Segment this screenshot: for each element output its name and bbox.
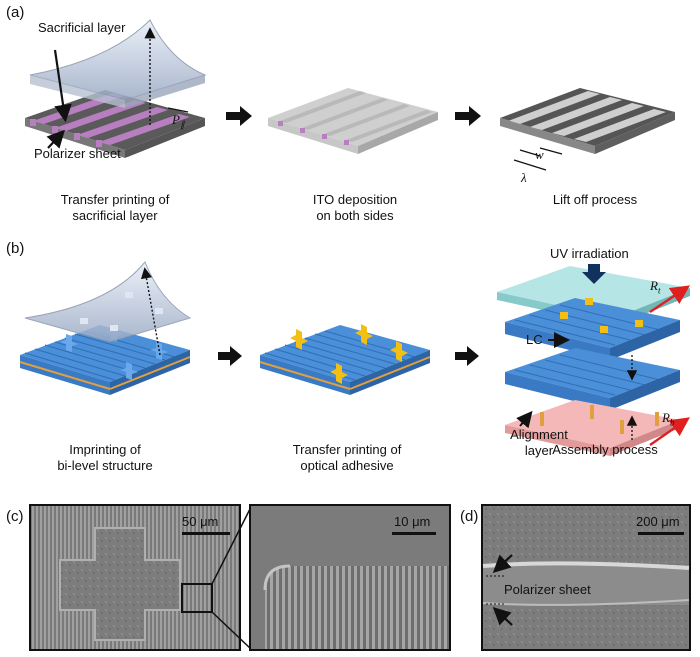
b-arrow-1 bbox=[218, 346, 242, 366]
b3-assembly bbox=[497, 264, 690, 456]
label-period: P∥ bbox=[172, 112, 184, 131]
label-polarizer-sheet-sem: Polarizer sheet bbox=[504, 582, 591, 597]
label-rb: Rb bbox=[662, 410, 674, 428]
sem-image-cross-section bbox=[481, 504, 691, 651]
zoom-line-bottom bbox=[211, 611, 253, 651]
caption-a3: Lift off process bbox=[552, 192, 638, 207]
a-arrow-1 bbox=[226, 106, 252, 126]
scale-bar-200um: 200 μm bbox=[636, 514, 680, 529]
rb-arrow bbox=[649, 417, 690, 446]
label-rb-main: R bbox=[662, 410, 670, 425]
rt-arrow bbox=[649, 285, 690, 313]
a1-sacrificial-layer bbox=[29, 19, 207, 108]
label-rb-sub: b bbox=[669, 417, 675, 428]
scale-bar-50um: 50 μm bbox=[182, 514, 219, 529]
label-rt-main: R bbox=[650, 278, 658, 293]
label-lambda: λ bbox=[521, 170, 527, 185]
b2-optical-adhesive bbox=[259, 324, 431, 395]
label-period-sub: ∥ bbox=[179, 119, 185, 130]
panel-label-b: (b) bbox=[6, 240, 25, 257]
label-uv-irradiation: UV irradiation bbox=[550, 246, 629, 261]
panel-label-d: (d) bbox=[460, 508, 479, 525]
label-polarizer-sheet: Polarizer sheet bbox=[34, 146, 121, 161]
sem-image-cross bbox=[29, 504, 241, 651]
a1-polarizer-pointer bbox=[46, 129, 66, 149]
sem-image-zoom bbox=[249, 504, 451, 651]
a-arrow-2 bbox=[455, 106, 481, 126]
label-sacrificial-layer: Sacrificial layer bbox=[38, 20, 126, 35]
label-period-main: P bbox=[172, 112, 180, 127]
zoom-line-top bbox=[211, 504, 253, 585]
panel-label-c: (c) bbox=[6, 508, 24, 525]
panel-label-a: (a) bbox=[6, 4, 25, 21]
a2-ito-deposition bbox=[268, 88, 438, 154]
b1-bilevel-structure bbox=[19, 261, 192, 395]
a1-period-marker bbox=[167, 107, 189, 113]
scale-bar-10um: 10 μm bbox=[394, 514, 431, 529]
caption-b1: Imprinting of bi-level structure bbox=[57, 442, 153, 473]
uv-arrow bbox=[582, 264, 606, 284]
label-rt: Rt bbox=[650, 278, 660, 296]
a1-sacrificial-pointer bbox=[53, 49, 72, 123]
b-arrow-2 bbox=[455, 346, 479, 366]
label-rt-sub: t bbox=[657, 285, 661, 296]
caption-a1: Transfer printing of sacrificial layer bbox=[60, 192, 170, 223]
label-w: w bbox=[535, 147, 544, 162]
caption-b3: Assembly process bbox=[552, 442, 658, 457]
caption-b2: Transfer printing of optical adhesive bbox=[292, 442, 402, 473]
caption-a2: ITO deposition on both sides bbox=[312, 192, 398, 223]
label-lc: LC bbox=[526, 332, 543, 347]
a3-lift-off bbox=[500, 88, 675, 171]
label-alignment-layer: Alignment layer bbox=[510, 427, 568, 458]
